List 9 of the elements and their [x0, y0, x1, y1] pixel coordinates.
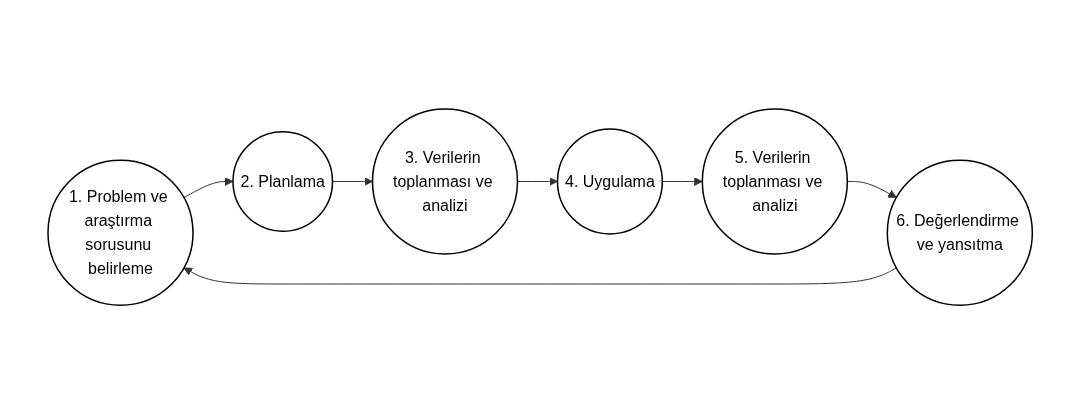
- arrow: [183, 177, 234, 199]
- node-circle: 1. Problem ve araştırma sorusunu belirleme: [47, 159, 195, 307]
- node-circle: 5. Verilerin toplanması ve analizi: [701, 108, 849, 256]
- node-circle: 6. Değerlendirme ve yansıtma: [886, 159, 1034, 307]
- node-circle: 2. Planlama: [232, 131, 334, 233]
- node-circle: 4. Uygulama: [557, 128, 664, 236]
- arrow: [847, 181, 898, 199]
- node-circle: 3. Verilerin toplanması ve analizi: [372, 108, 519, 256]
- arrow: [183, 267, 898, 285]
